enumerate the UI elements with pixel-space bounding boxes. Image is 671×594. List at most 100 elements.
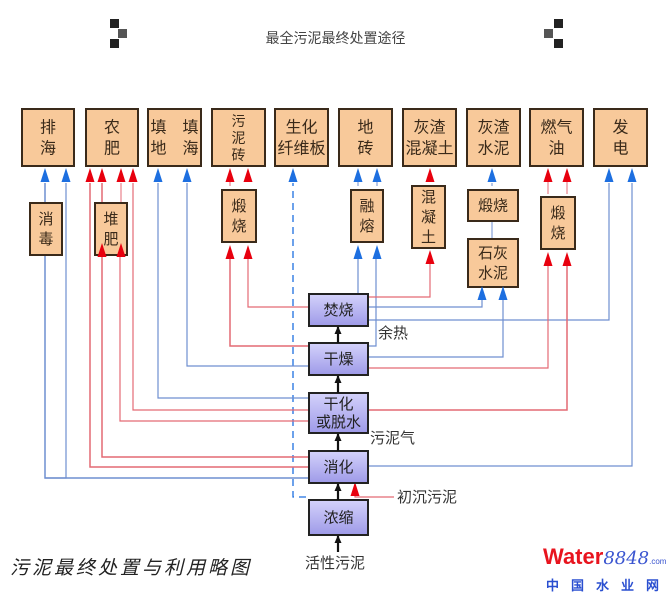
arrow-to-destination — [543, 168, 553, 182]
intermediate-box-duanshao2-label: 煅烧 — [478, 197, 508, 215]
intermediate-box-duifei — [94, 202, 128, 256]
arrow-to-destination — [116, 168, 126, 182]
logo-water-text: Water — [543, 544, 604, 569]
destination-box-wunizhuan — [211, 108, 266, 167]
intermediate-box-duanshao1-label: 煅 — [231, 197, 246, 215]
destination-box-ranqiyou-label: 燃气 — [540, 118, 572, 137]
logo-com: .com — [649, 557, 667, 566]
intermediate-box-hunningtu-label: 土 — [421, 228, 436, 246]
label-huoxingwuni: 活性污泥 — [305, 554, 365, 572]
process-box-ganhua-label: 或脱水 — [316, 413, 361, 431]
destination-box-huizha-shuini-label: 水泥 — [477, 139, 509, 158]
intermediate-box-duanshao1 — [221, 189, 257, 243]
line-ganzao-duanshao1 — [229, 255, 308, 347]
destination-box-shenghua-label: 纤维板 — [277, 139, 325, 158]
arrow-to-intermediate — [543, 252, 553, 266]
arrow-to-intermediate — [372, 245, 382, 259]
destination-box-nongfei-label: 肥 — [104, 139, 120, 158]
intermediate-box-hunningtu-label: 凝 — [421, 208, 436, 226]
process-box-ganhua-label: 干化 — [323, 395, 353, 413]
process-box-xiaohua — [308, 450, 369, 484]
destination-box-tiandi-tianhai-label: 填 填 — [150, 118, 198, 137]
intermediate-box-duanshao1-label: 烧 — [231, 217, 246, 235]
diagram-caption: 污泥最终处置与利用略图 — [10, 557, 253, 579]
line-ganzao-tianhai — [186, 183, 308, 367]
intermediate-box-duanshao2 — [467, 189, 519, 222]
intermediate-box-hunningtu-label: 混 — [421, 188, 436, 206]
arrow-to-destination — [97, 168, 107, 182]
destination-box-tiandi-tianhai — [147, 108, 202, 167]
process-box-fenshao-label: 焚烧 — [323, 301, 353, 319]
line-yure-fadian — [368, 183, 610, 321]
arrow-to-destination — [487, 168, 497, 182]
arrow-to-destination — [85, 168, 95, 182]
process-box-ganhua — [308, 392, 369, 434]
intermediate-box-rongrong-label: 熔 — [359, 217, 374, 235]
destination-box-fadian-label: 电 — [612, 139, 628, 158]
line-ganhua-nongfei — [132, 183, 308, 411]
destination-box-wunizhuan-label: 污 — [232, 114, 246, 130]
process-box-ganzao-label: 干燥 — [323, 350, 353, 368]
line-fenshao-duanshao1 — [247, 255, 308, 308]
destination-box-huizha-hunningtu-label: 灰渣 — [413, 118, 445, 137]
line-ganzao-duanshao3 — [368, 255, 549, 369]
intermediate-box-shihuishuini-label: 水泥 — [478, 264, 508, 282]
arrow-to-destination — [372, 168, 382, 182]
intermediate-box-shihuishuini-label: 石灰 — [478, 244, 508, 262]
destination-box-dizhuan — [338, 108, 393, 167]
arrow-up-icon — [334, 433, 342, 441]
intermediate-box-xiaodu — [29, 202, 63, 256]
arrow-to-intermediate — [225, 245, 235, 259]
destination-box-fadian-label: 发 — [612, 118, 628, 137]
destination-box-nongfei — [85, 108, 139, 167]
line-fenshao-hunningtu — [368, 255, 431, 298]
arrow-to-destination — [153, 168, 163, 182]
destination-box-fadian — [593, 108, 648, 167]
dashed-line-biochem — [292, 183, 306, 498]
destination-box-paihai-label: 排 — [40, 118, 56, 137]
line-ganhua-duanshao3 — [368, 255, 568, 411]
arrow-to-intermediate — [425, 250, 435, 264]
destination-box-huizha-shuini-label: 灰渣 — [477, 118, 509, 137]
line-chuchenwuni — [354, 482, 394, 498]
destination-box-ranqiyou-label: 油 — [548, 139, 564, 158]
arrow-up-icon — [334, 375, 342, 383]
line-ganhua-tiandi — [157, 183, 308, 399]
arrow-to-intermediate — [498, 286, 508, 300]
destination-box-shenghua — [274, 108, 329, 167]
destination-box-wunizhuan-label: 泥 — [232, 131, 246, 147]
line-ganzao-shihui — [368, 295, 504, 358]
arrow-to-intermediate — [562, 252, 572, 266]
destination-box-tiandi-tianhai-label: 地 海 — [150, 139, 198, 158]
process-box-nongsuo — [308, 499, 369, 536]
article-header: 最全污泥最终处置途径 — [0, 0, 671, 80]
line-xiaohua-paihai-2 — [45, 183, 67, 479]
arrow-to-intermediate — [477, 286, 487, 300]
arrow-chuchenwuni — [350, 482, 360, 496]
destination-box-nongfei-label: 农 — [104, 118, 120, 137]
intermediate-box-xiaodu-label: 毒 — [38, 230, 53, 248]
logo-chinese: 中国水业网 — [546, 579, 671, 594]
label-yure: 余热 — [378, 324, 408, 342]
decorative-mark-right — [544, 19, 563, 51]
destination-box-huizha-hunningtu — [402, 108, 457, 167]
destination-box-paihai-label: 海 — [40, 139, 56, 158]
logo-number: 8848 — [603, 548, 650, 569]
arrow-up-icon — [334, 326, 342, 334]
destination-box-huizha-hunningtu-label: 混凝土 — [405, 139, 453, 158]
label-wuniqi: 污泥气 — [370, 429, 415, 447]
destination-box-wunizhuan-label: 砖 — [232, 148, 246, 164]
destination-box-dizhuan-label: 砖 — [357, 139, 373, 158]
destination-box-dizhuan-label: 地 — [357, 118, 373, 137]
arrow-up-icon — [334, 483, 342, 491]
intermediate-box-duanshao3 — [540, 196, 576, 250]
arrow-to-destination — [61, 168, 71, 182]
arrow-to-destination — [562, 168, 572, 182]
arrow-to-destination — [353, 168, 363, 182]
intermediate-box-rongrong-label: 融 — [359, 197, 374, 215]
arrow-to-destination — [182, 168, 192, 182]
article-title: 最全污泥最终处置途径 — [265, 31, 406, 47]
arrow-to-destination — [627, 168, 637, 182]
arrow-biochem — [288, 168, 298, 182]
